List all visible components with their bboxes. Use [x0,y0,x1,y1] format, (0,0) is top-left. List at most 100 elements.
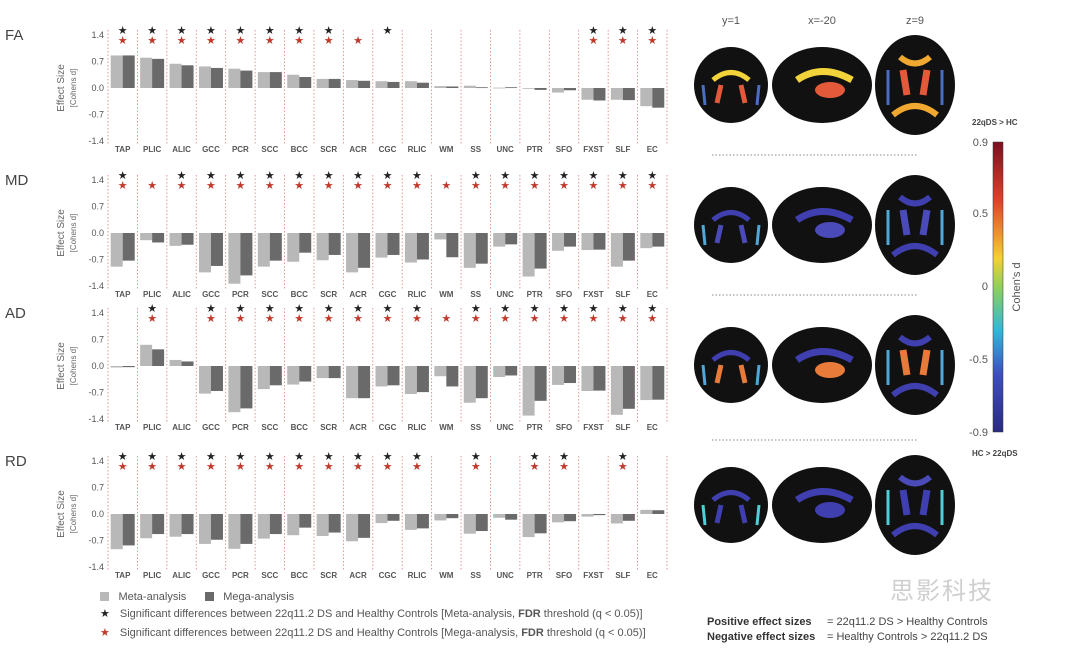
x-tick-label: SS [470,423,481,432]
x-tick-label: PCR [232,290,249,299]
bar-mega-scc [269,72,282,88]
y-tick-label: -0.7 [88,388,104,398]
bar-mega-ptr [534,233,547,269]
star-meta-unc: ★ [500,303,510,315]
x-tick-label: WM [439,571,454,580]
bar-mega-tap [122,514,135,546]
bar-meta-acr [346,514,359,542]
star-mega-ec: ★ [647,35,657,47]
star-meta-slf: ★ [618,303,628,315]
x-tick-label: GCC [202,290,220,299]
star-mega-cgc: ★ [383,313,393,325]
tract-overlay [891,243,939,258]
x-tick-label: ALIC [172,571,191,580]
bar-meta-ec [640,233,653,249]
x-tick-label: ACR [349,571,367,580]
bar-mega-fxst [593,514,606,516]
tract-overlay [714,504,748,524]
y-axis-label: Effect Size [56,342,67,390]
y-tick-label: -0.7 [88,536,104,546]
star-meta-rlic: ★ [412,303,422,315]
star-mega-sfo: ★ [559,313,569,325]
tract-overlay [714,84,748,104]
bar-mega-wm [446,514,459,519]
star-meta-sfo: ★ [559,303,569,315]
star-meta-bcc: ★ [294,25,304,37]
slice-label: y=1 [722,15,740,27]
star-meta-scc: ★ [265,451,275,463]
colorbar-tick: -0.5 [969,354,988,366]
x-tick-label: ACR [349,290,367,299]
bar-meta-rlic [404,81,417,88]
star-meta-gcc: ★ [206,451,216,463]
star-mega-slf: ★ [618,313,628,325]
x-tick-label: FXST [583,571,604,580]
legend-meta-swatch [100,592,109,602]
bar-meta-ss [463,85,476,88]
star-mega-alic: ★ [177,35,187,47]
panel-title: AD [5,305,26,322]
star-mega-tap: ★ [118,180,128,192]
tract-overlay [701,224,761,246]
bar-meta-cgc [375,81,388,88]
star-icon: ★ [100,627,110,639]
bar-meta-unc [493,514,506,518]
x-tick-label: GCC [202,571,220,580]
star-meta-unc: ★ [500,170,510,182]
x-tick-label: SFO [556,571,572,580]
x-tick-label: PLIC [143,145,161,154]
bar-meta-cgc [375,366,388,387]
star-meta-scc: ★ [265,25,275,37]
star-meta-sfo: ★ [559,170,569,182]
star-meta-ptr: ★ [530,170,540,182]
bar-mega-slf [622,88,635,101]
star-mega-cgc: ★ [383,461,393,473]
star-meta-ec: ★ [647,303,657,315]
bar-mega-rlic [416,366,429,393]
bar-meta-acr [346,233,359,273]
star-meta-fxst: ★ [589,170,599,182]
y-tick-label: 0.7 [91,483,104,493]
bar-mega-unc [505,366,518,376]
tract-overlay [815,502,845,518]
colorbar-tick: 0 [982,281,988,293]
x-tick-label: PCR [232,145,249,154]
tract-overlay [886,490,944,525]
x-tick-label: FXST [583,145,604,154]
bar-mega-slf [622,233,635,261]
star-mega-slf: ★ [618,180,628,192]
star-meta-ptr: ★ [530,303,540,315]
star-mega-ec: ★ [647,313,657,325]
x-tick-label: SFO [556,290,572,299]
bar-mega-cgc [387,233,400,255]
star-meta-bcc: ★ [294,451,304,463]
bar-meta-gcc [198,366,211,394]
tract-overlay [899,349,931,376]
y-axis-label: Effect Size [56,209,67,257]
bar-mega-slf [622,366,635,409]
bar-meta-ec [640,88,653,107]
bar-meta-rlic [404,366,417,395]
star-meta-cgc: ★ [383,25,393,37]
bar-meta-ec [640,366,653,401]
star-meta-slf: ★ [618,451,628,463]
bar-meta-unc [493,366,506,377]
bar-meta-wm [434,366,447,377]
bar-mega-sfo [564,366,577,384]
x-tick-label: SCR [320,423,337,432]
star-meta-pcr: ★ [235,25,245,37]
star-mega-fxst: ★ [589,35,599,47]
x-tick-label: SS [470,290,481,299]
bar-meta-slf [610,88,623,100]
star-meta-cgc: ★ [383,303,393,315]
bar-meta-bcc [287,366,300,385]
bar-meta-slf [610,514,623,524]
star-mega-pcr: ★ [235,180,245,192]
bar-meta-pcr [228,233,241,284]
x-tick-label: WM [439,290,454,299]
x-tick-label: WM [439,423,454,432]
star-meta-plic: ★ [147,303,157,315]
y-tick-label: -1.4 [88,281,104,291]
